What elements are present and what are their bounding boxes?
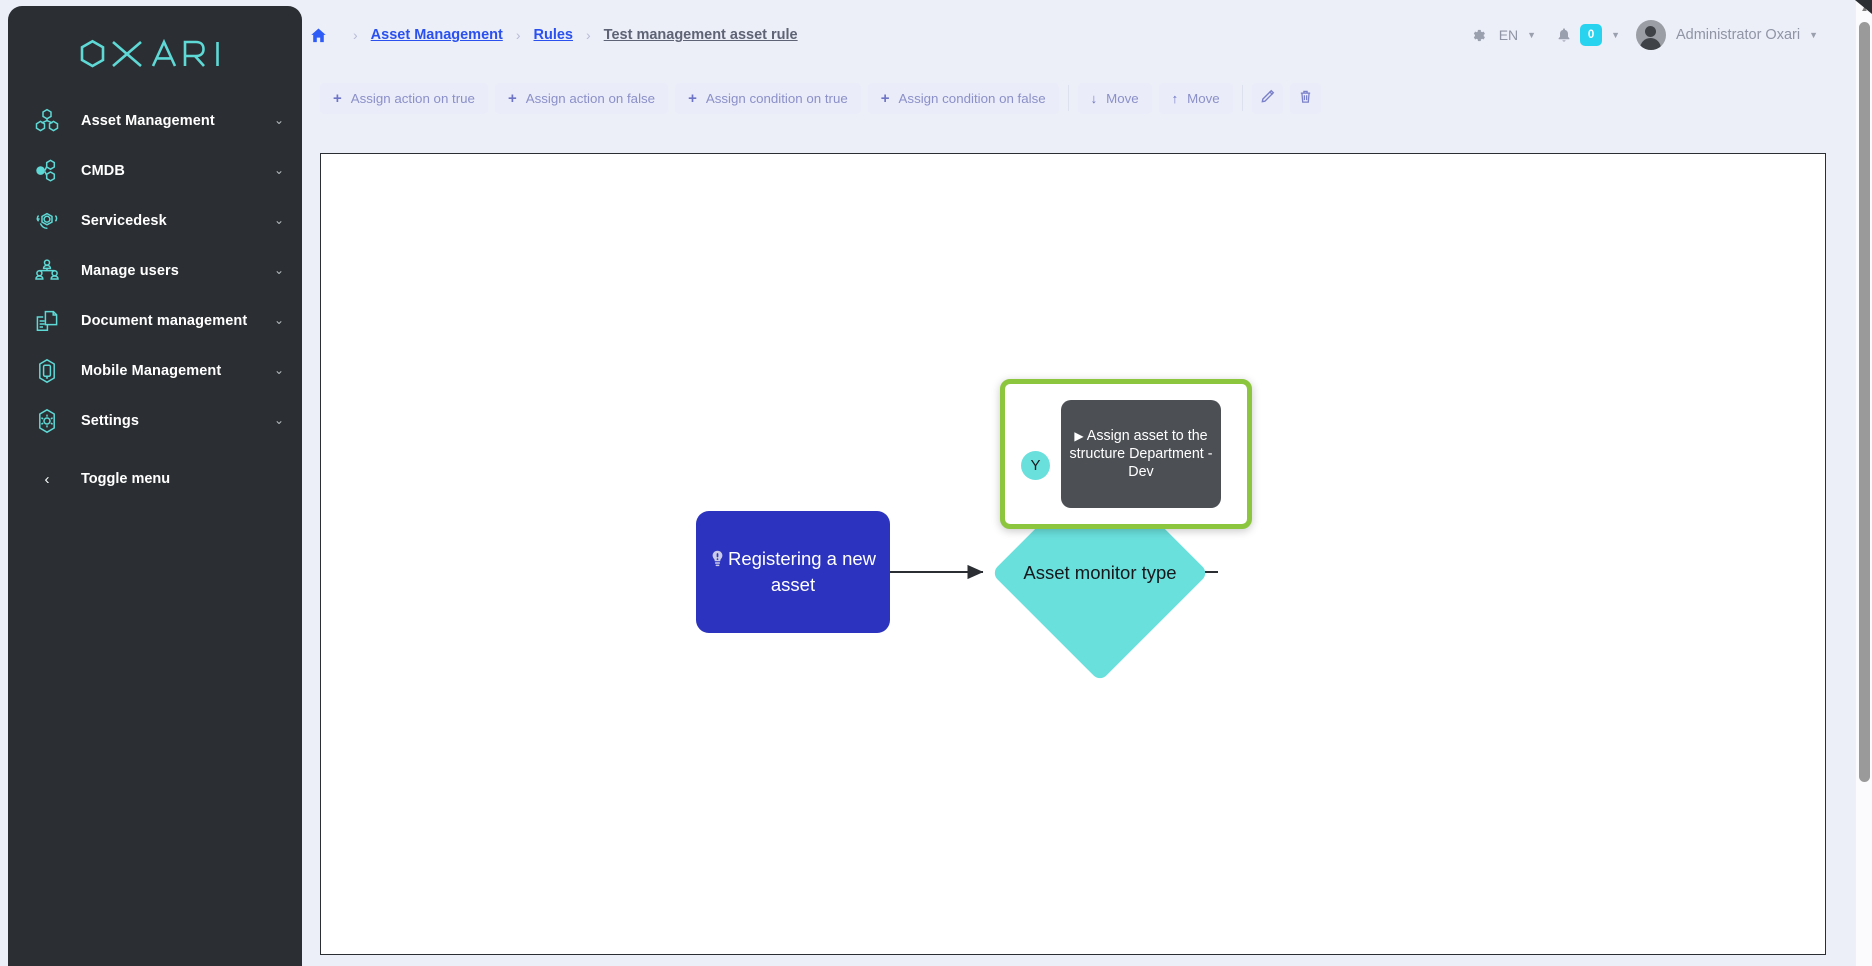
plus-icon: + <box>688 89 697 107</box>
scroll-up-arrow[interactable]: ▲ <box>1860 4 1869 13</box>
sidebar-item-settings[interactable]: Settings ⌄ <box>8 396 302 446</box>
cmdb-nodes-icon <box>30 154 64 188</box>
breadcrumb-link-rules[interactable]: Rules <box>533 27 574 43</box>
page-scrollbar[interactable]: ▲ <box>1855 0 1872 966</box>
sidebar-item-label: Servicedesk <box>81 213 167 229</box>
avatar[interactable] <box>1635 20 1666 50</box>
chevron-down-icon[interactable]: ⌄ <box>273 163 284 177</box>
chevron-down-icon[interactable]: ⌄ <box>273 113 284 127</box>
plus-icon: + <box>333 89 342 107</box>
bulb-alert-icon <box>710 549 725 573</box>
oxari-logo[interactable] <box>8 6 302 96</box>
chevron-down-icon[interactable]: ⌄ <box>273 263 284 277</box>
mobile-device-icon <box>30 354 64 388</box>
sidebar-item-label: CMDB <box>81 163 125 179</box>
headset-icon <box>30 204 64 238</box>
chevron-down-icon[interactable]: ▼ <box>1611 30 1620 40</box>
sidebar-item-document-management[interactable]: Document management ⌄ <box>8 296 302 346</box>
play-icon: ▶ <box>1074 429 1084 443</box>
sidebar-item-manage-users[interactable]: Manage users ⌄ <box>8 246 302 296</box>
button-label: Assign action on true <box>350 90 475 106</box>
flow-node-event-text: Registering a new asset <box>727 548 877 595</box>
sidebar-item-mobile-management[interactable]: Mobile Management ⌄ <box>8 346 302 396</box>
flow-node-action-text: Assign asset to the structure Department… <box>1069 428 1213 480</box>
rule-toolbar: + Assign action on true + Assign action … <box>320 78 1827 118</box>
toolbar-divider <box>1067 85 1069 111</box>
chevron-down-icon[interactable]: ⌄ <box>273 363 284 377</box>
chevron-down-icon[interactable]: ⌄ <box>273 413 284 427</box>
gear-hex-icon <box>30 404 64 438</box>
avatar-head <box>1645 26 1657 37</box>
flow-node-action[interactable]: ▶ Assign asset to the structure Departme… <box>1061 400 1221 508</box>
arrow-down-icon: ↓ <box>1090 90 1098 106</box>
sidebar-item-label: Document management <box>81 313 248 329</box>
breadcrumb-separator: › <box>515 27 521 43</box>
assign-action-on-false-button[interactable]: + Assign action on false <box>494 82 669 114</box>
move-up-button[interactable]: ↑ Move <box>1158 82 1233 114</box>
chevron-down-icon[interactable]: ⌄ <box>273 313 284 327</box>
flow-node-event[interactable]: Registering a new asset <box>696 511 890 633</box>
flow-node-event-label: Registering a new asset <box>696 547 890 596</box>
button-label: Move <box>1187 90 1220 106</box>
top-header: › Asset Management › Rules › Test manage… <box>310 0 1840 70</box>
button-label: Assign action on false <box>525 90 656 106</box>
button-label: Assign condition on true <box>705 90 848 106</box>
breadcrumb: › Asset Management › Rules › Test manage… <box>310 27 798 44</box>
breadcrumb-link-asset-management[interactable]: Asset Management <box>370 27 503 43</box>
gear-icon[interactable] <box>1470 27 1487 44</box>
move-down-button[interactable]: ↓ Move <box>1077 82 1152 114</box>
sidebar-item-cmdb[interactable]: CMDB ⌄ <box>8 146 302 196</box>
trash-icon <box>1298 89 1313 107</box>
scroll-thumb[interactable] <box>1859 22 1870 782</box>
sidebar-item-label: Mobile Management <box>81 363 222 379</box>
arrow-up-icon: ↑ <box>1171 90 1179 106</box>
button-label: Assign condition on false <box>898 90 1046 106</box>
delete-button[interactable] <box>1289 82 1321 114</box>
plus-icon: + <box>880 89 890 107</box>
assign-action-on-true-button[interactable]: + Assign action on true <box>320 82 488 114</box>
chevron-down-icon[interactable]: ⌄ <box>273 213 284 227</box>
button-label: Move <box>1106 90 1139 106</box>
avatar-body <box>1640 38 1662 50</box>
breadcrumb-separator: › <box>353 27 358 43</box>
sidebar-item-label: Manage users <box>81 263 179 279</box>
toolbar-divider <box>1241 85 1243 111</box>
breadcrumb-separator: › <box>586 27 591 43</box>
sidebar-item-label: Asset Management <box>81 113 215 129</box>
sidebar: Asset Management ⌄ CMDB ⌄ <box>8 6 302 966</box>
pencil-icon <box>1260 89 1275 107</box>
documents-icon <box>30 304 64 338</box>
sidebar-item-asset-management[interactable]: Asset Management ⌄ <box>8 96 302 146</box>
assets-nodes-icon <box>30 104 64 138</box>
home-icon[interactable] <box>310 27 327 44</box>
username-label[interactable]: Administrator Oxari <box>1675 27 1801 43</box>
flow-node-condition[interactable]: Asset monitor type <box>991 464 1209 682</box>
breadcrumb-current: Test management asset rule <box>603 27 798 43</box>
rule-diagram-canvas[interactable]: Registering a new asset Asset monitor ty… <box>320 153 1826 955</box>
assign-condition-on-true-button[interactable]: + Assign condition on true <box>675 82 861 114</box>
sidebar-item-servicedesk[interactable]: Servicedesk ⌄ <box>8 196 302 246</box>
edit-button[interactable] <box>1251 82 1283 114</box>
bell-icon[interactable] <box>1556 27 1572 44</box>
header-actions: EN ▼ 0 ▼ Administrator Oxari ▼ <box>1470 20 1840 50</box>
edge-label-yes[interactable]: Y <box>1021 451 1050 480</box>
flow-node-action-label: ▶ Assign asset to the structure Departme… <box>1061 427 1221 481</box>
flowchart: Registering a new asset Asset monitor ty… <box>321 154 1825 954</box>
chevron-down-icon[interactable]: ▼ <box>1527 30 1537 40</box>
toggle-menu-button[interactable]: ‹ Toggle menu <box>8 454 302 504</box>
plus-icon: + <box>507 89 517 107</box>
language-selector[interactable]: EN <box>1498 27 1519 43</box>
flow-node-condition-label: Asset monitor type <box>1023 561 1177 583</box>
toggle-menu-label: Toggle menu <box>81 471 171 487</box>
chevron-down-icon[interactable]: ▼ <box>1809 30 1818 40</box>
notification-count-badge[interactable]: 0 <box>1580 24 1603 46</box>
chevron-left-icon: ‹ <box>44 470 50 488</box>
users-group-icon <box>30 254 64 288</box>
sidebar-item-label: Settings <box>81 413 139 429</box>
assign-condition-on-false-button[interactable]: + Assign condition on false <box>867 82 1059 114</box>
